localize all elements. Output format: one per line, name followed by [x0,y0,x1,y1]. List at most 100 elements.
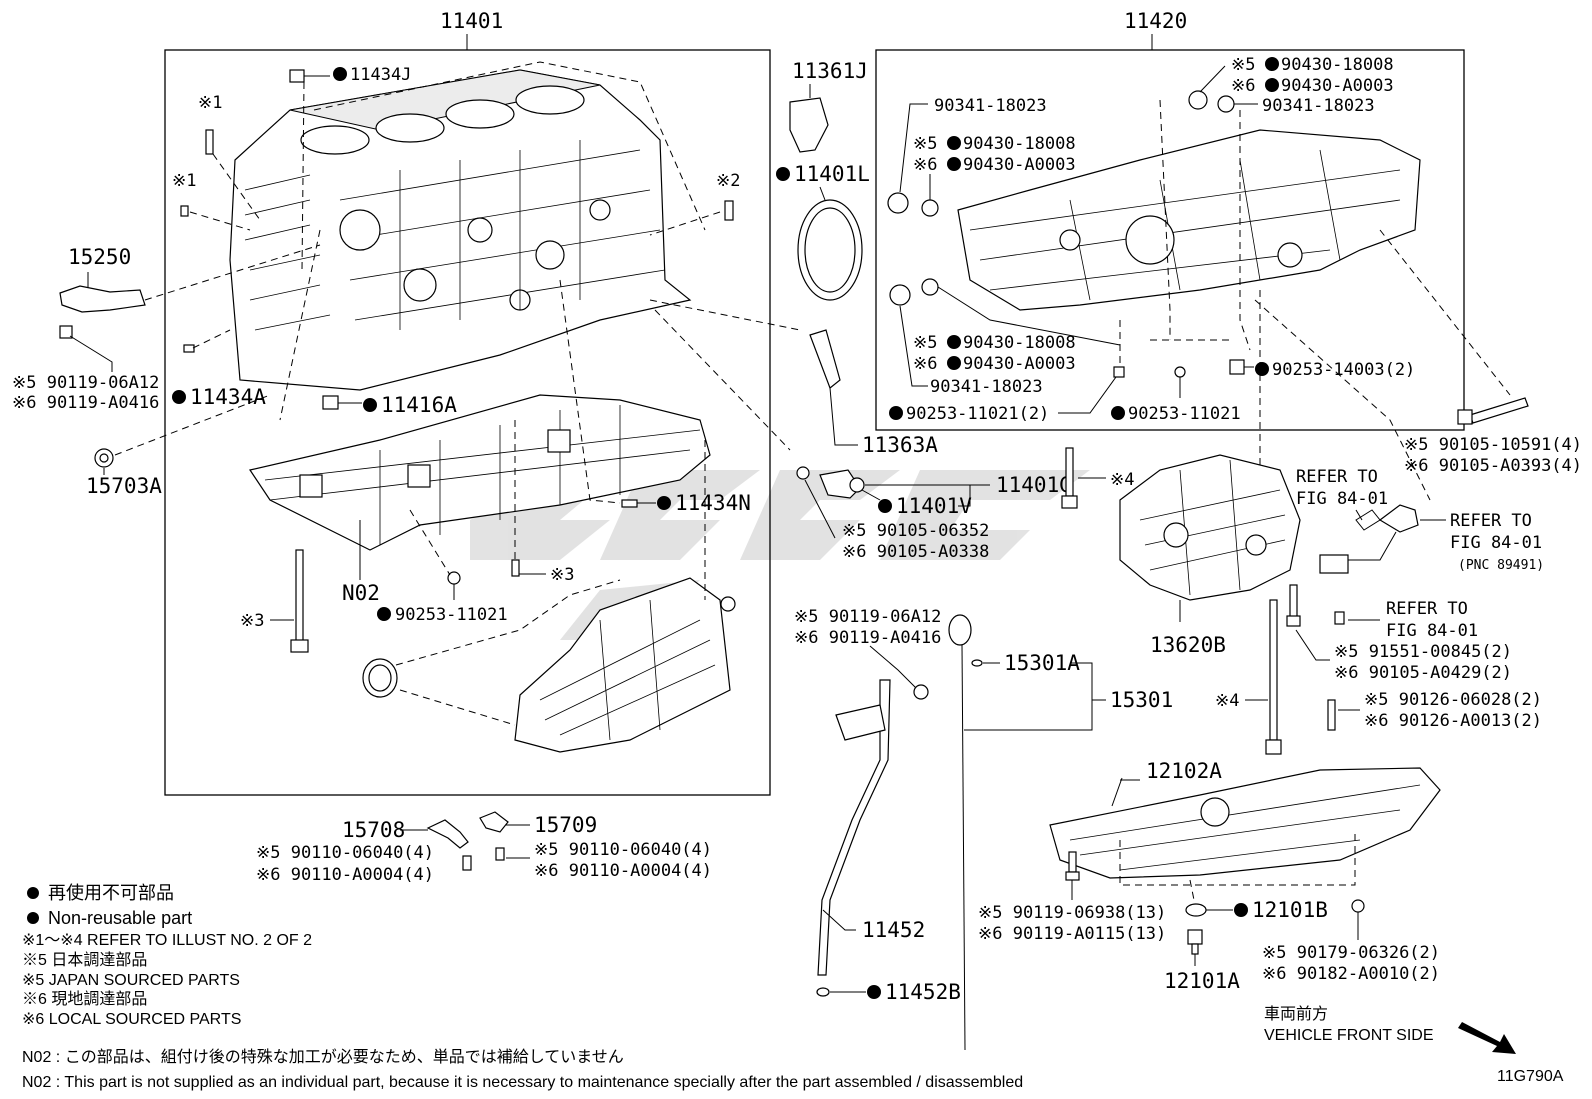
gasket-11361J-drawing [789,97,829,153]
part-label-11434N[interactable]: 11434N [675,491,751,515]
part-label-90430-A0003-c[interactable]: 90430-A0003 [963,354,1076,374]
part-label-15250[interactable]: 15250 [68,245,131,269]
part-label-90253-11021-b[interactable]: 90253-11021 [1128,404,1241,424]
gasket-90430-b-drawing [1188,90,1208,110]
part-label-15301A[interactable]: 15301A [1004,651,1080,675]
part-label-12101A[interactable]: 12101A [1164,969,1240,993]
part-label-90253-14003[interactable]: 90253-14003(2) [1272,360,1415,380]
part-label-90430-18008-c[interactable]: 90430-18008 [963,333,1076,353]
part-label-90126-A0013[interactable]: ※6 90126-A0013(2) [1364,711,1542,731]
note-star1-a[interactable]: ※1 [198,93,222,113]
legend-refer-illust: ※1～※4 REFER TO ILLUST NO. 2 OF 2 [22,932,312,949]
part-label-90182-A0010[interactable]: ※6 90182-A0010(2) [1262,964,1440,984]
part-label-90430-18008-a[interactable]: 90430-18008 [963,134,1076,154]
part-label-11416A[interactable]: 11416A [381,393,457,417]
legend-japan-en: ※5 JAPAN SOURCED PARTS [22,972,240,989]
part-label-90119-A0416[interactable]: ※6 90119-A0416 [12,393,159,413]
part-label-11363A[interactable]: 11363A [862,433,938,457]
bolt-star4-a-drawing [1061,447,1078,509]
oil-seal-11401L-drawing [797,199,863,301]
gasket-12101B-drawing [1185,903,1207,917]
part-label-90341-18023-c[interactable]: 90341-18023 [930,377,1043,397]
part-label-90110-A0004-b[interactable]: ※6 90110-A0004(4) [534,861,712,881]
part-label-90119-06A12[interactable]: ※5 90119-06A12 [12,373,159,393]
part-label-90430-18008-b-star: ※5 [1231,55,1255,75]
part-label-90341-18023-b[interactable]: 90341-18023 [1262,96,1375,116]
oil-guide-11452-drawing [816,679,891,997]
part-label-90119-06A12-b[interactable]: ※5 90119-06A12 [794,607,941,627]
part-label-90119-A0115[interactable]: ※6 90119-A0115(13) [978,924,1166,944]
part-label-91551-00845[interactable]: ※5 91551-00845(2) [1334,642,1512,662]
part-label-11401L[interactable]: 11401L [794,162,870,186]
nonreusable-dot-12101B [1234,903,1248,917]
part-label-90430-18008-b[interactable]: 90430-18008 [1281,55,1394,75]
stud-90126-drawing [1327,699,1336,731]
bolt-cover-drawing [720,596,736,612]
part-label-12101B[interactable]: 12101B [1252,898,1328,922]
knock-sensor-drawing [59,285,146,468]
nonreusable-dot-11401L [776,167,790,181]
note-star3-b[interactable]: ※3 [240,611,264,631]
part-label-11434J[interactable]: 11434J [350,65,411,85]
bracket-11401G-drawing [796,466,865,499]
note-star1-b[interactable]: ※1 [172,171,196,191]
group-label-11420[interactable]: 11420 [1124,9,1187,33]
part-label-15708[interactable]: 15708 [342,818,405,842]
part-label-90119-A0416-b[interactable]: ※6 90119-A0416 [794,628,941,648]
refer-note-2-line2[interactable]: FIG 84-01 [1450,533,1542,553]
note-star3-a[interactable]: ※3 [550,565,574,585]
part-label-90105-A0338[interactable]: ※6 90105-A0338 [842,542,989,562]
part-label-90126-06028[interactable]: ※5 90126-06028(2) [1364,690,1542,710]
part-label-90105-A0429[interactable]: ※6 90105-A0429(2) [1334,663,1512,683]
leader-11401G-bracket [958,485,971,507]
refer-note-3-line2[interactable]: FIG 84-01 [1386,621,1478,641]
vehicle-front-jp: 車両前方 [1264,1005,1328,1023]
refer-note-1-line2[interactable]: FIG 84-01 [1296,489,1388,509]
part-label-11401G[interactable]: 11401G [996,473,1072,497]
nonreusable-dot-90253-11021 [377,607,391,621]
pin-11434N-drawing [621,499,638,508]
part-label-15703A[interactable]: 15703A [86,474,162,498]
part-label-90119-06938[interactable]: ※5 90119-06938(13) [978,903,1166,923]
left-dash-leaders [114,61,801,726]
part-label-90179-06326[interactable]: ※5 90179-06326(2) [1262,943,1440,963]
part-label-11434A[interactable]: 11434A [190,385,266,409]
part-label-15709[interactable]: 15709 [534,813,597,837]
part-label-90430-A0003-b[interactable]: 90430-A0003 [1281,76,1394,96]
part-label-90341-18023-a[interactable]: 90341-18023 [934,96,1047,116]
part-label-90110-A0004-a[interactable]: ※6 90110-A0004(4) [256,865,434,885]
part-label-90110-06040-b[interactable]: ※5 90110-06040(4) [534,840,712,860]
refer-note-2-line3[interactable]: (PNC 89491) [1458,558,1544,573]
part-label-13620B[interactable]: 13620B [1150,633,1226,657]
part-label-15301[interactable]: 15301 [1110,688,1173,712]
part-label-90253-11021-a[interactable]: 90253-11021 [395,605,508,625]
oil-pan-12102A-drawing [1049,767,1441,879]
note-star4-a[interactable]: ※4 [1110,470,1134,490]
legend-nonreuse-en: Non-reusable part [48,908,192,928]
part-label-11452B[interactable]: 11452B [885,980,961,1004]
legend-note-en: N02 : This part is not supplied as an in… [22,1074,1023,1091]
nonreusable-dot-11434J [333,67,347,81]
note-star2[interactable]: ※2 [716,171,740,191]
part-label-90253-11021-2[interactable]: 90253-11021(2) [906,404,1049,424]
group-label-11401[interactable]: 11401 [440,9,503,33]
refer-note-2-line1[interactable]: REFER TO [1450,511,1532,531]
part-label-11361J[interactable]: 11361J [792,59,868,83]
part-label-90105-A0393[interactable]: ※6 90105-A0393(4) [1404,456,1582,476]
part-label-90105-06352[interactable]: ※5 90105-06352 [842,521,989,541]
refer-note-3-line1[interactable]: REFER TO [1386,599,1468,619]
refer-note-1-line1[interactable]: REFER TO [1296,467,1378,487]
part-label-90110-06040-a[interactable]: ※5 90110-06040(4) [256,843,434,863]
nonreusable-dot-11416A [363,398,377,412]
dowel-11434J-drawing [289,69,305,83]
bolt-guide-drawing [913,684,929,700]
bolt-star4-b-drawing [1265,599,1282,755]
part-label-N02[interactable]: N02 [342,581,380,605]
note-star4-b[interactable]: ※4 [1215,691,1239,711]
part-label-12102A[interactable]: 12102A [1146,759,1222,783]
part-label-11452[interactable]: 11452 [862,918,925,942]
part-label-90430-A0003-a[interactable]: 90430-A0003 [963,155,1076,175]
part-label-90105-10591[interactable]: ※5 90105-10591(4) [1404,435,1582,455]
lower-crankcase-drawing [249,394,711,551]
part-label-90430-A0003-b-star: ※6 [1231,76,1255,96]
